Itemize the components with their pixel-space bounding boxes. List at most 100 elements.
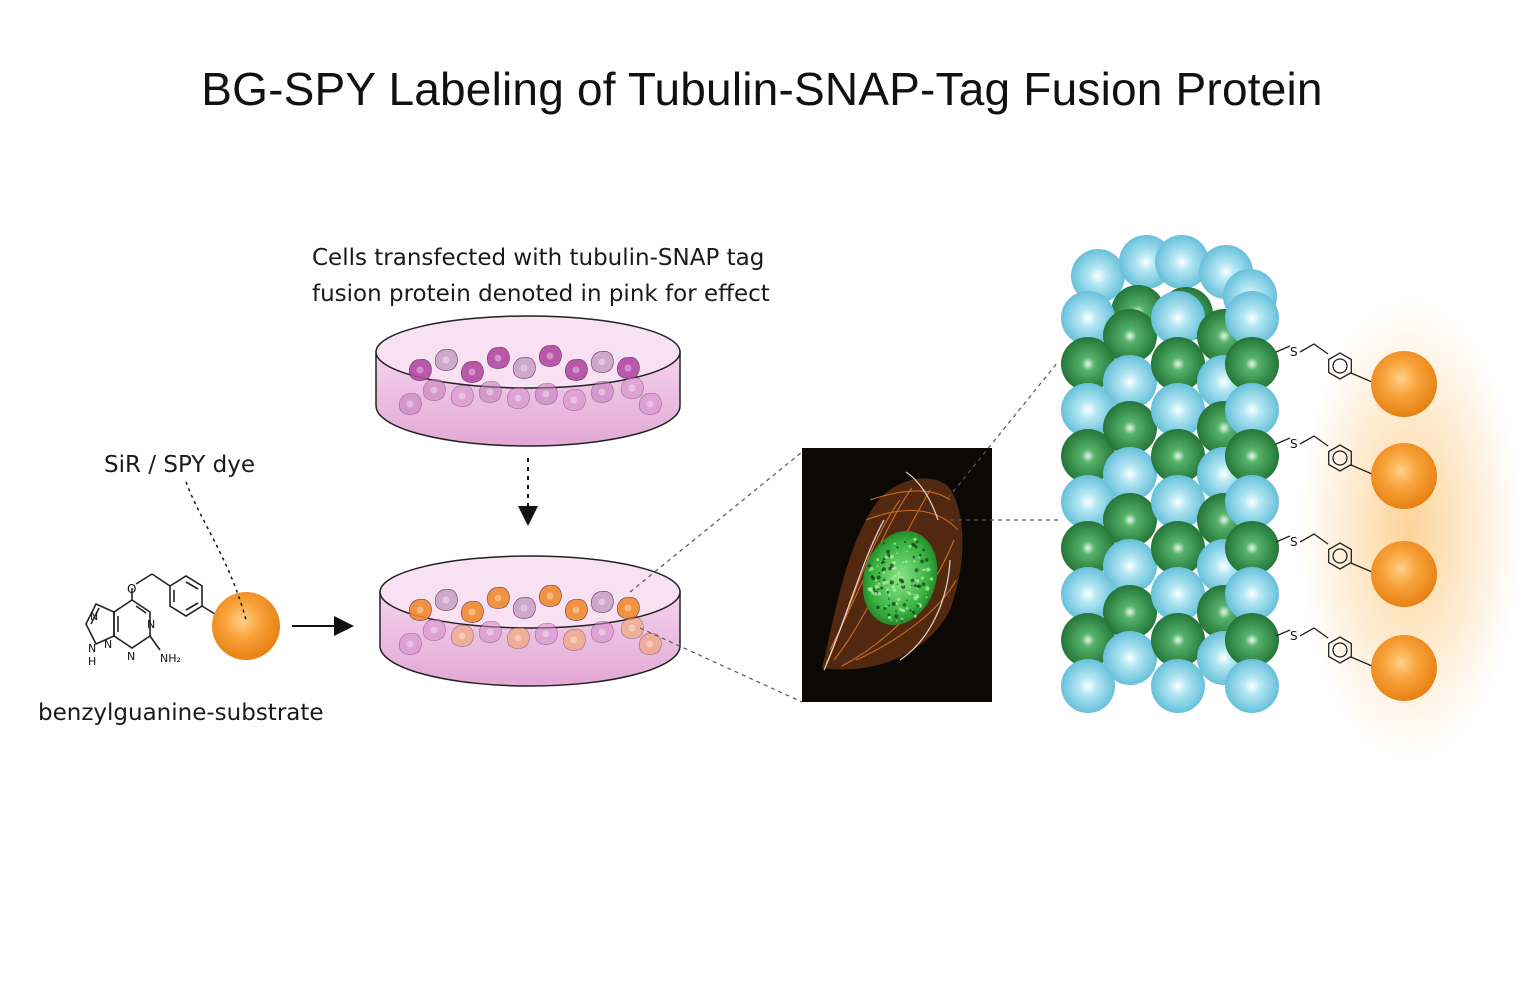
linker-chain (1299, 533, 1329, 545)
nucleus-dot (881, 567, 886, 571)
nucleus-dot (909, 609, 912, 612)
nucleus-dot (928, 568, 931, 571)
zoom-line-dish-upper (629, 451, 803, 593)
tubulin-subunit-beta (1151, 337, 1205, 391)
tubulin-subunit-beta (1103, 309, 1157, 363)
nucleus-dot (908, 544, 912, 548)
nucleus-dot (918, 556, 920, 559)
nucleus-dot (876, 575, 881, 580)
nucleus-dot (873, 592, 878, 596)
nucleus-dot (876, 605, 880, 610)
nucleus-dot (913, 537, 917, 542)
nucleus-dot (916, 584, 920, 588)
dye-sphere-bound (1371, 541, 1437, 607)
nucleus-dot (890, 619, 893, 622)
nucleus-dot (915, 540, 919, 544)
atom-nh2: NH₂ (160, 652, 181, 665)
linker-bond (1350, 464, 1373, 475)
nucleus-dot (902, 603, 907, 607)
linker-sulfur: S (1290, 535, 1298, 549)
nucleus-dot (878, 572, 881, 574)
linker-benzene (1328, 542, 1352, 570)
dish-cell (639, 633, 662, 655)
substrate-label: benzylguanine-substrate (38, 700, 324, 726)
nucleus-dot (905, 607, 909, 610)
nucleus-dot (893, 542, 896, 545)
zoom-line-dish-lower (639, 627, 803, 703)
tubulin-subunit-alpha (1225, 291, 1279, 345)
dish-cell-nucleus (430, 626, 438, 634)
dish-cell (591, 351, 614, 373)
dish-cell (435, 589, 458, 611)
nucleus-dot (888, 593, 891, 597)
tubulin-subunit-alpha (1103, 539, 1157, 593)
tubulin-subunit-alpha (1151, 383, 1205, 437)
nucleus-dot (895, 602, 899, 606)
nucleus-dot (919, 553, 922, 557)
dish-caption-line-1: Cells transfected with tubulin-SNAP tag (312, 245, 765, 271)
nucleus-dot (901, 561, 905, 564)
nucleus-dot (921, 569, 924, 571)
nucleus-dot (889, 580, 894, 585)
nucleus-dot (896, 597, 901, 602)
nucleus-dot (896, 583, 899, 586)
nucleus-dot (888, 604, 891, 607)
tubulin-subunit-alpha (1225, 475, 1279, 529)
dish-caption: Cells transfected with tubulin-SNAP tag … (312, 240, 872, 312)
snap-linker: S (1275, 533, 1373, 573)
linker-sulfur: S (1290, 345, 1298, 359)
tubulin-subunit-alpha (1151, 291, 1205, 345)
dish-cell-nucleus (442, 356, 450, 364)
dish-cell-nucleus (468, 368, 476, 376)
tubulin-subunit-alpha (1061, 567, 1115, 621)
nucleus-dot (891, 585, 895, 589)
chem-atom-labels: O N N N N N H NH₂ (88, 582, 181, 668)
dish-cell-nucleus (458, 632, 466, 640)
nucleus-dot (887, 613, 891, 617)
linker-benzene (1328, 352, 1352, 380)
zoom-line-micro-upper (947, 361, 1059, 499)
nucleus-dot (897, 571, 900, 574)
dish-cell (539, 345, 562, 367)
dish-cell (591, 381, 614, 403)
nucleus-dot (910, 578, 915, 583)
dish-cell (507, 627, 530, 649)
dish-cell-nucleus (458, 392, 466, 400)
nucleus-speckle (867, 537, 934, 622)
nucleus-dot (913, 560, 916, 563)
nucleus-dot (886, 590, 890, 594)
tubulin-subunit-beta (1103, 493, 1157, 547)
tubulin-subunit-alpha (1155, 235, 1209, 289)
linker-bond (1275, 345, 1291, 353)
dye-sphere-bound (1371, 351, 1437, 417)
dish-cell-nucleus (570, 636, 578, 644)
dish-cell-nucleus (416, 366, 424, 374)
tubulin-subunit-beta (1225, 613, 1279, 667)
nucleus-dot (877, 592, 882, 596)
nucleus-dot (912, 593, 915, 596)
nucleus-dot (920, 559, 925, 564)
linker-benzene-ring (1332, 642, 1348, 658)
atom-n3: N (90, 610, 98, 623)
nucleus-dot (886, 549, 891, 554)
dye-label: SiR / SPY dye (104, 452, 256, 478)
nucleus-dot (902, 584, 904, 587)
linker-benzene (1328, 444, 1352, 472)
tubulin-subunit-alpha (1071, 249, 1125, 303)
nucleus-dot (870, 589, 874, 593)
nucleus-dot (870, 575, 874, 579)
dish-cell-nucleus (486, 388, 494, 396)
dye-sphere-bound (1371, 443, 1437, 509)
petri-dish-bottom (379, 555, 681, 687)
snap-linker: S (1275, 627, 1373, 667)
dish-cell-nucleus (646, 640, 654, 648)
dish-cell-nucleus (416, 606, 424, 614)
nucleus-dot (872, 588, 876, 591)
dish-cell (621, 377, 644, 399)
top-dish-cells (399, 345, 662, 415)
dish-cell-nucleus (406, 400, 414, 408)
nucleus-dot (900, 619, 904, 622)
benzylguanine-structure (85, 573, 219, 651)
linker-bond (1350, 656, 1373, 667)
